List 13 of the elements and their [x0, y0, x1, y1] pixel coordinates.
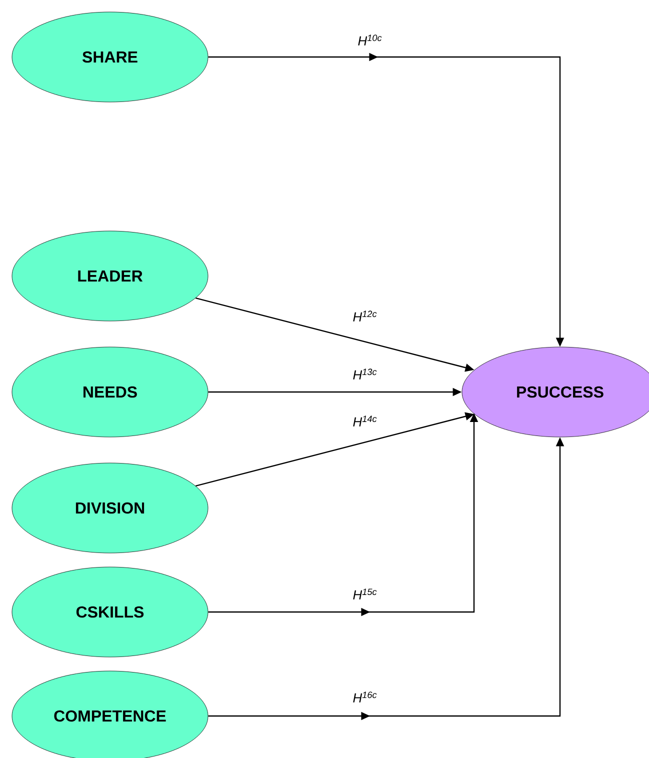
edge-label: H$^{12c}$ — [352, 310, 378, 322]
edge-label: H$^{16c}$ — [352, 690, 378, 704]
edge-label: H$^{15c}$ — [352, 588, 378, 600]
ellipse-node: CSKILLS — [12, 566, 208, 658]
edge-label: H$^{10c}$ — [356, 34, 384, 46]
ellipse-node: COMPETENCE — [12, 670, 208, 758]
ellipse-node: DIVISION — [12, 462, 208, 554]
edge-label: H$^{13c}$ — [352, 368, 378, 380]
ellipse-node: SHARE — [12, 12, 208, 102]
ellipse-node: PSUCCESS — [462, 346, 649, 438]
ellipse-node: NEEDS — [12, 346, 208, 438]
edge-label: H$^{14c}$ — [352, 414, 378, 428]
ellipse-node: LEADER — [12, 230, 208, 322]
